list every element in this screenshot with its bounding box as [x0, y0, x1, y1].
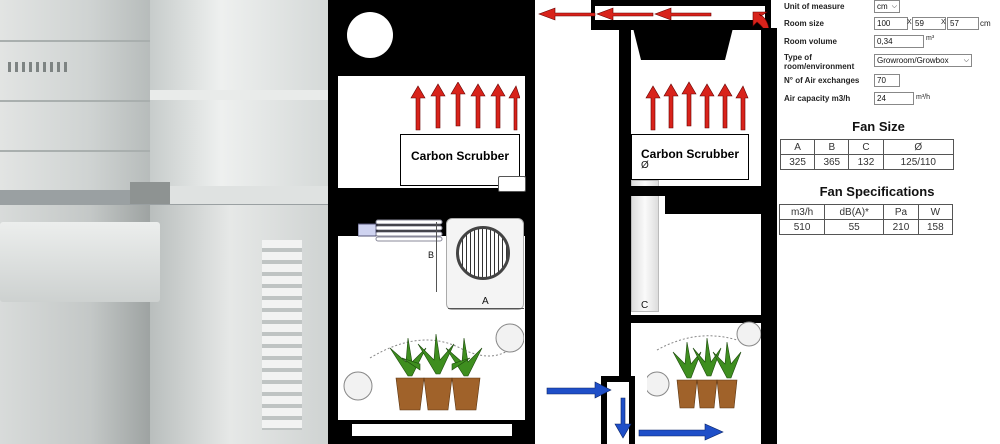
- table-cell: 325: [779, 154, 816, 170]
- fan-size-title: Fan Size: [852, 119, 905, 134]
- blue-intake-arrows: [546, 381, 724, 441]
- table-row: 325 365 132 125/110: [779, 154, 955, 170]
- fan-calculator-panel: Unit of measure cm ⌵ Room size 100 X 59 …: [777, 0, 1000, 444]
- table-cell: 125/110: [882, 154, 955, 170]
- table-cell: 55: [824, 219, 885, 235]
- growbox-diagram: Carbon Scrubber B A: [328, 0, 535, 444]
- table-header: C: [848, 139, 884, 155]
- chevron-down-icon: ⌵: [963, 57, 969, 64]
- dimension-c-label: C: [641, 300, 649, 311]
- fan-specs-table: m3/h dB(A)* Pa W 510 55 210 158: [778, 204, 954, 235]
- size-separator: X: [941, 19, 946, 26]
- room-size-label: Room size: [784, 19, 825, 28]
- room-width-input[interactable]: 59: [912, 17, 946, 30]
- plants-with-fans: [343, 323, 524, 411]
- red-up-arrows: [645, 81, 749, 131]
- table-header: Ø: [882, 139, 955, 155]
- fridge-photo: [0, 0, 328, 444]
- table-cell: 365: [814, 154, 850, 170]
- air-exchanges-input[interactable]: 70: [874, 74, 900, 87]
- room-type-label-1: Type of: [784, 53, 812, 62]
- box-wall-right: [761, 28, 777, 444]
- room-volume-output: 0,34: [874, 35, 924, 48]
- duct-diagram: Carbon Scrubber Ø C: [535, 0, 777, 444]
- room-length-input[interactable]: 100: [874, 17, 908, 30]
- fridge-upper-door: [0, 0, 150, 190]
- box-shelf: [619, 196, 629, 216]
- carbon-scrubber: Carbon Scrubber: [631, 134, 749, 180]
- dimension-b-label: B: [428, 250, 435, 260]
- dimension-b-line: [436, 222, 437, 292]
- duct-pipe: [631, 180, 659, 312]
- fan-grille-icon: [456, 226, 510, 280]
- table-header: Pa: [883, 204, 919, 220]
- red-up-arrows: [410, 82, 520, 131]
- table-row: A B C Ø: [779, 139, 955, 155]
- moon-icon: [347, 12, 393, 58]
- fridge-shelf: [150, 90, 328, 100]
- clip-fan-icon: [495, 323, 524, 353]
- carbon-scrubber-label: Carbon Scrubber: [410, 149, 509, 163]
- fan-specs-title: Fan Specifications: [819, 184, 935, 199]
- air-capacity-label: Air capacity m3/h: [784, 94, 851, 103]
- air-capacity-unit: m³/h: [916, 94, 930, 101]
- fridge-bin: [0, 222, 160, 302]
- grow-lamp-icon: [358, 219, 443, 242]
- room-type-label-2: room/environment: [784, 62, 855, 71]
- fridge-shelf: [150, 186, 328, 204]
- table-cell: 158: [917, 219, 954, 235]
- box-shelf: [619, 315, 777, 323]
- box-shelf: [665, 196, 777, 214]
- unit-select-value: cm: [877, 2, 888, 11]
- table-header: m3/h: [778, 204, 826, 220]
- unit-label: Unit of measure: [784, 2, 845, 11]
- box-base: [352, 424, 512, 436]
- room-volume-unit: m³: [926, 35, 935, 42]
- table-cell: 132: [848, 154, 884, 170]
- exhaust-hood: [633, 28, 733, 60]
- fridge-grille: [262, 240, 302, 430]
- table-row: m3/h dB(A)* Pa W: [778, 204, 954, 220]
- air-capacity-output: 24: [874, 92, 914, 105]
- room-volume-label: Room volume: [784, 37, 837, 46]
- fridge-hinge: [130, 182, 170, 204]
- table-cell: 210: [883, 219, 919, 235]
- box-shelf: [619, 186, 777, 196]
- table-row: 510 55 210 158: [778, 219, 954, 235]
- room-size-unit: cm: [980, 19, 991, 28]
- chevron-down-icon: ⌵: [891, 3, 897, 10]
- table-header: W: [917, 204, 954, 220]
- unit-select[interactable]: cm ⌵: [874, 0, 900, 13]
- fan-size-table: A B C Ø 325 365 132 125/110: [779, 139, 955, 170]
- table-header: A: [779, 139, 816, 155]
- dimension-a-line: [448, 308, 524, 309]
- box-wall-left: [619, 28, 631, 408]
- size-separator: X: [907, 19, 912, 26]
- red-exhaust-arrows: [538, 7, 770, 41]
- carbon-scrubber-label: Carbon Scrubber: [640, 147, 739, 161]
- room-type-select[interactable]: Growroom/Growbox ⌵: [874, 54, 972, 67]
- table-cell: 510: [778, 219, 826, 235]
- diameter-label: Ø: [641, 160, 649, 171]
- table-header: dB(A)*: [824, 204, 885, 220]
- room-height-input[interactable]: 57: [947, 17, 979, 30]
- table-header: B: [814, 139, 850, 155]
- clip-fan-icon: [343, 371, 373, 401]
- room-type-select-value: Growroom/Growbox: [877, 56, 949, 65]
- duct-connector: [498, 176, 526, 192]
- fridge-controls: [8, 62, 68, 72]
- air-exchanges-label: N° of Air exchanges: [784, 76, 860, 85]
- dimension-a-label: A: [482, 296, 489, 307]
- plants-with-fans: [647, 321, 761, 409]
